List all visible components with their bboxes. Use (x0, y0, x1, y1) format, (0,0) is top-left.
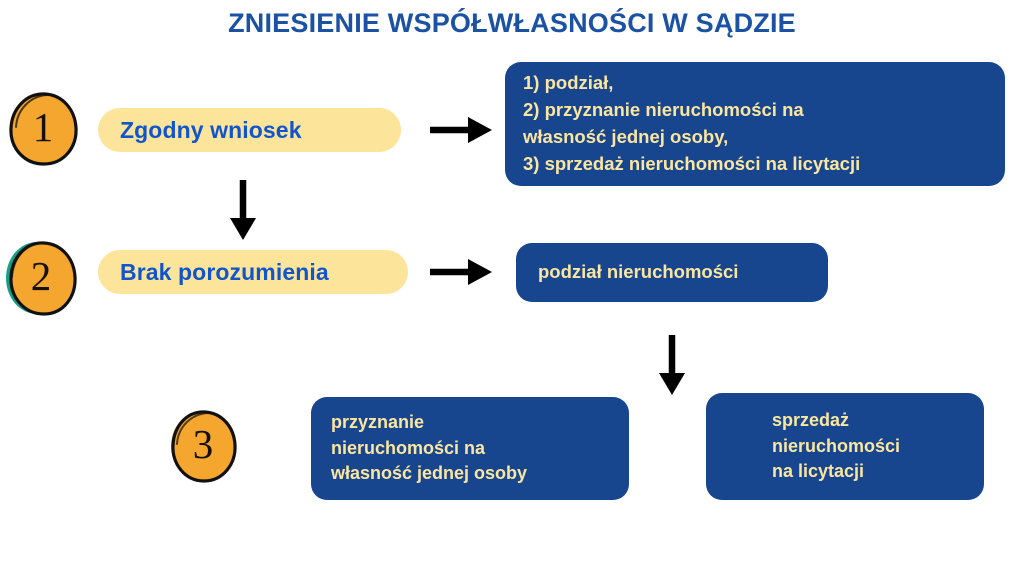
box-text: podział nieruchomości (538, 261, 739, 283)
box-text: sprzedaż nieruchomości na licytacji (772, 410, 901, 482)
box-podzial-nieruchomosci: podział nieruchomości (516, 243, 828, 302)
hand-drawn-circle-icon (9, 92, 78, 166)
box-options-list: 1) podział, 2) przyznanie nieruchomości … (505, 62, 1005, 186)
step-number-text-2: 2 (30, 252, 52, 299)
hand-drawn-circle-icon (171, 410, 237, 483)
step-number-text-3: 3 (192, 420, 214, 467)
arrow-right-2-icon (428, 254, 494, 290)
page-title: ZNIESIENIE WSPÓŁWŁASNOŚCI W SĄDZIE (228, 8, 796, 38)
box-sprzedaz-licytacja: sprzedaż nieruchomości na licytacji (706, 393, 984, 500)
box-przyznanie-wlasnosci: przyznanie nieruchomości na własność jed… (311, 397, 629, 500)
step-number-text-1: 1 (32, 103, 54, 150)
box-text: 1) podział, 2) przyznanie nieruchomości … (523, 72, 861, 174)
step-number-badge-3: 3 (166, 405, 240, 485)
step-number-badge-1: 1 (6, 88, 80, 168)
box-text: przyznanie nieruchomości na własność jed… (331, 412, 528, 484)
arrow-right-1-icon (428, 112, 494, 148)
arrow-down-1-icon (222, 178, 264, 242)
pill-label: Zgodny wniosek (120, 116, 302, 143)
pill-zgodny-wniosek: Zgodny wniosek (98, 108, 401, 152)
pill-brak-porozumienia: Brak porozumienia (98, 250, 408, 294)
hand-drawn-circle-icon (6, 241, 77, 316)
step-number-badge-2: 2 (4, 237, 78, 317)
arrow-down-2-icon (651, 333, 693, 397)
pill-label: Brak porozumienia (120, 258, 329, 285)
